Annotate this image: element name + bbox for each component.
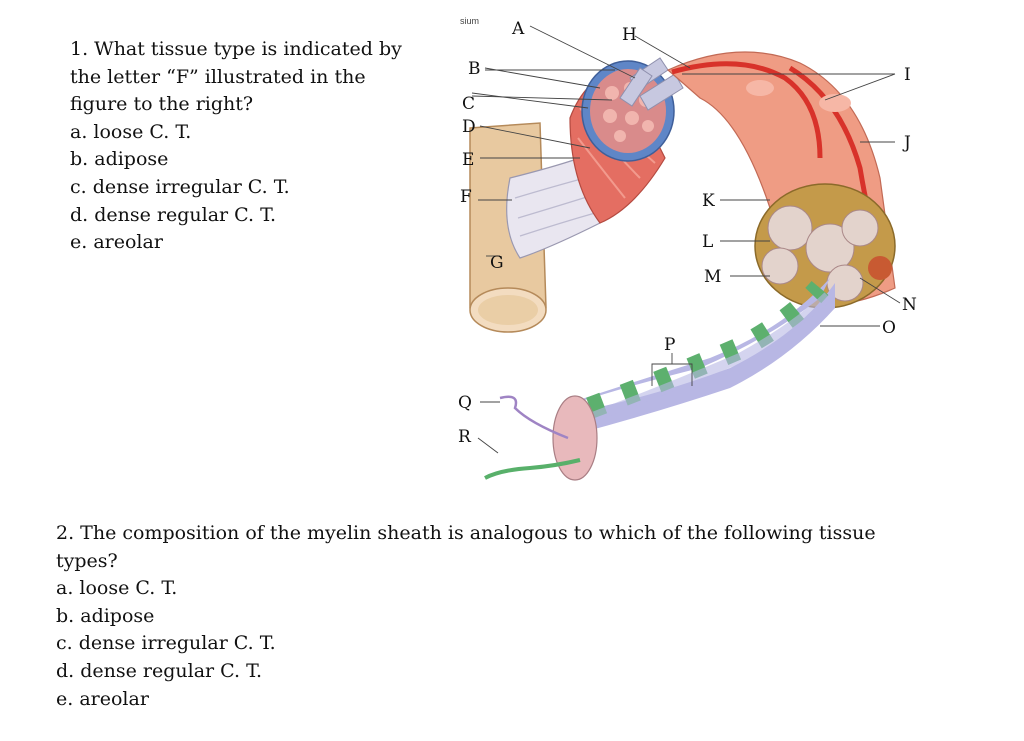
question-2: 2. The composition of the myelin sheath … [56, 520, 956, 713]
figure-label-a: A [511, 19, 525, 39]
figure-label-i: I [904, 65, 911, 85]
figure-label-q: Q [458, 393, 472, 413]
question-2-line: types? [56, 549, 118, 572]
question-1-option-c: c. dense irregular C. T. [70, 175, 290, 198]
figure-label-e: E [462, 150, 474, 170]
nerve-fiber-q [499, 395, 569, 440]
figure-label-d: D [462, 117, 476, 137]
muscle-illustration [569, 57, 684, 224]
figure-label-k: K [702, 191, 715, 211]
label-leader-lines [471, 25, 901, 454]
muscle-nerve-figure: sium A H B C D E F G I J K L M N O P Q R [458, 16, 917, 481]
figure-label-m: M [704, 267, 721, 287]
figure-partial-label: sium [460, 16, 479, 26]
tendon-illustration [506, 157, 601, 259]
figure-label-r: R [458, 427, 472, 447]
figure-label-j: J [902, 133, 911, 153]
question-2-option-e: e. areolar [56, 687, 149, 710]
question-1-option-d: d. dense regular C. T. [70, 203, 277, 226]
question-2-option-a: a. loose C. T. [56, 577, 178, 600]
figure-label-g: G [490, 253, 504, 273]
figure-label-n: N [902, 295, 917, 315]
question-1-option-a: a. loose C. T. [70, 120, 192, 143]
myelinated-axon-illustration [552, 278, 835, 481]
question-2-line: 2. The composition of the myelin sheath … [56, 522, 876, 544]
question-1-line: 1. What tissue type is indicated by [70, 38, 402, 60]
question-2-option-b: b. adipose [56, 604, 155, 627]
figure-label-h: H [622, 25, 637, 45]
figure-label-b: B [468, 59, 481, 79]
question-1-option-e: e. areolar [70, 231, 163, 254]
figure-label-c: C [462, 94, 475, 114]
question-2-option-d: d. dense regular C. T. [56, 659, 263, 682]
question-1-line: the letter “F” illustrated in the [70, 65, 366, 88]
figure-label-l: L [702, 232, 713, 252]
figure-label-o: O [882, 318, 896, 338]
figure-label-f: F [460, 187, 472, 207]
figure-label-p: P [664, 335, 675, 355]
fascicle-cross-section [754, 183, 896, 309]
nerve-fiber-r [484, 458, 581, 480]
question-1-line: figure to the right? [70, 93, 254, 116]
question-2-option-c: c. dense irregular C. T. [56, 632, 276, 655]
question-1: 1. What tissue type is indicated by the … [70, 36, 430, 257]
question-1-option-b: b. adipose [70, 148, 169, 171]
